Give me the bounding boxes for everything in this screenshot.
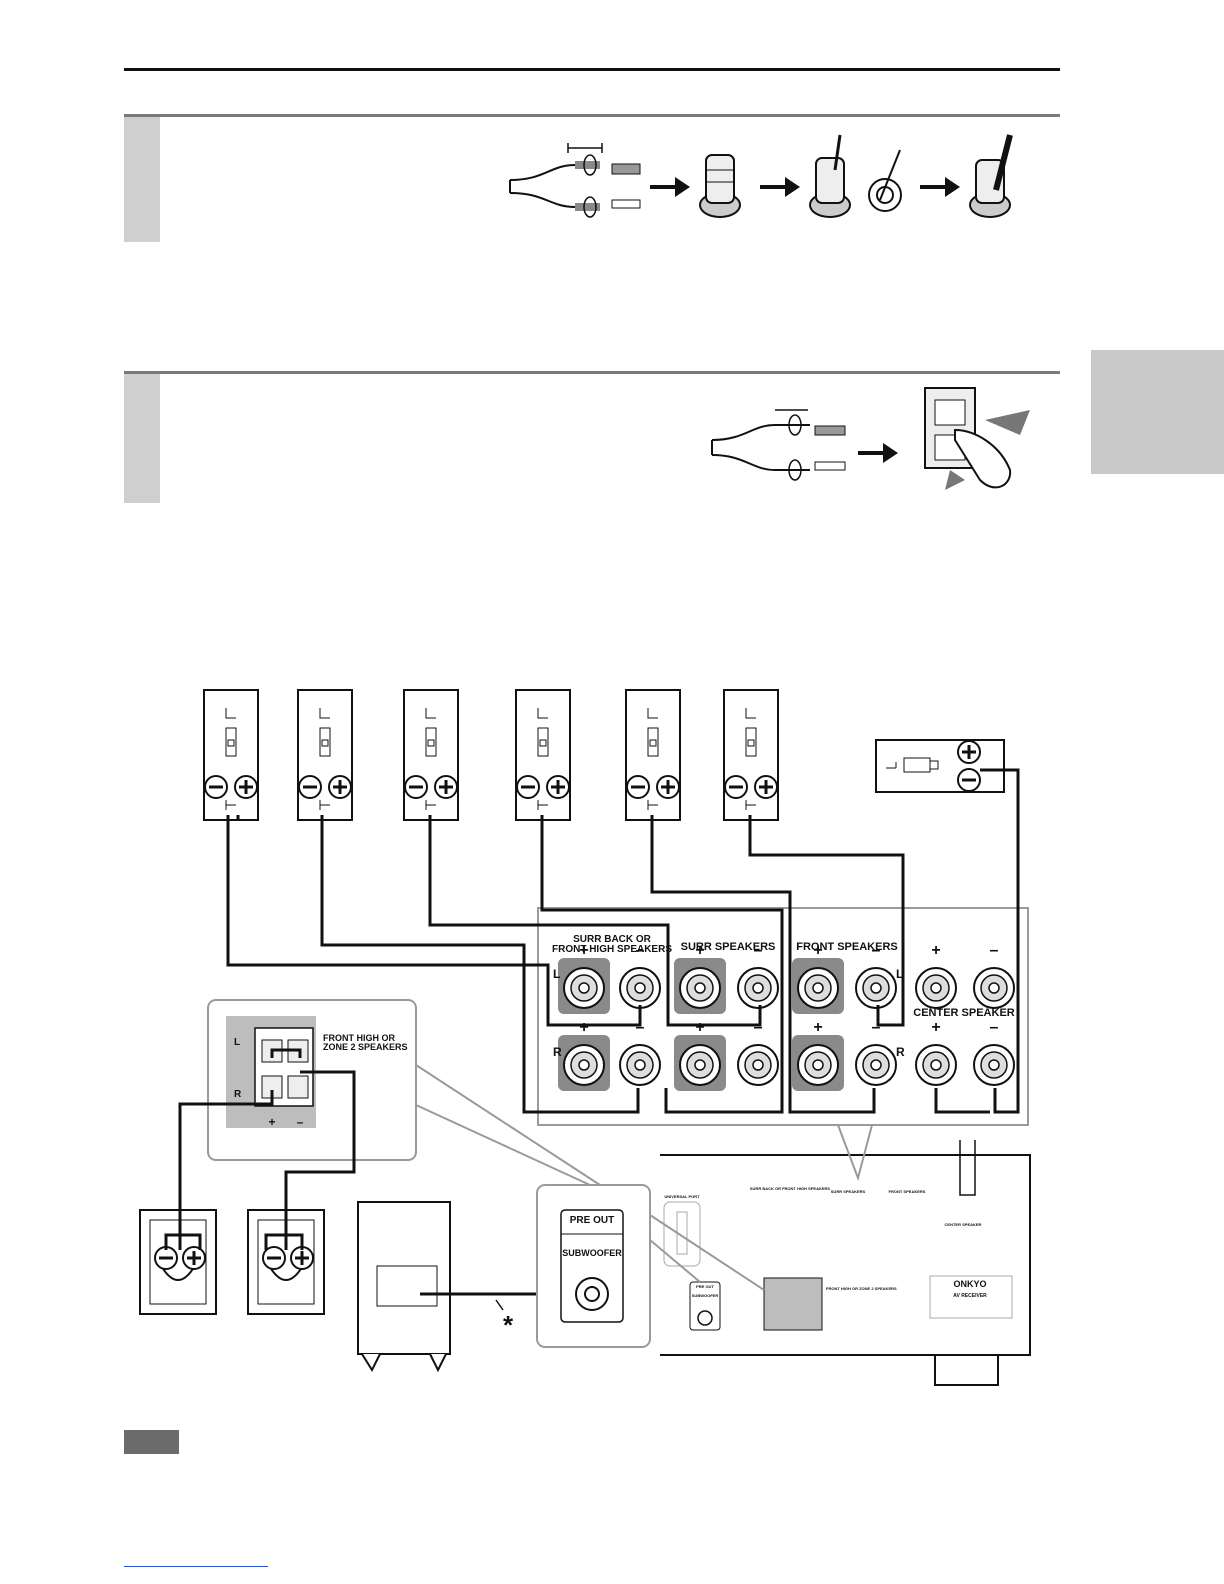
arrow-icon <box>760 177 800 197</box>
terminal-minus-label: – <box>990 1019 999 1036</box>
step-1-rule <box>124 114 1060 117</box>
label-ch-l-2: L <box>896 967 903 981</box>
speaker-icon <box>203 689 259 821</box>
plus-terminal-icon <box>578 982 590 994</box>
minus-terminal-icon <box>752 1059 764 1071</box>
plus-terminal-icon <box>930 982 942 994</box>
plus-terminal-icon <box>812 1059 824 1071</box>
speaker-icon <box>139 1209 217 1315</box>
rx-label-front: FRONT SPEAKERS <box>889 1189 926 1194</box>
label-front-high-1: FRONT HIGH OR <box>323 1033 395 1043</box>
terminal-plus-label: + <box>695 1019 704 1036</box>
label-ch-l-1: L <box>553 967 560 981</box>
terminal-icon <box>924 387 1030 490</box>
arrow-icon <box>920 177 960 197</box>
subwoofer-icon <box>357 1201 560 1373</box>
arrow-icon <box>650 177 690 197</box>
speaker-icon <box>297 689 353 821</box>
minus-terminal-icon <box>752 982 764 994</box>
label-pre-out: PRE OUT <box>570 1215 614 1226</box>
rx-label-center: CENTER SPEAKER <box>945 1222 982 1227</box>
label-center: CENTER SPEAKER <box>913 1007 1015 1019</box>
terminal-plus-label: + <box>931 1019 940 1036</box>
step-2-rule <box>124 371 1060 374</box>
top-rule <box>124 68 1060 71</box>
plus-terminal-icon <box>694 982 706 994</box>
terminal-minus-label: – <box>636 942 645 959</box>
label-ch-r-3: R <box>234 1089 242 1100</box>
label-asterisk: * <box>503 1310 514 1340</box>
minus-terminal-icon <box>988 1059 1000 1071</box>
plus-terminal-icon <box>578 1059 590 1071</box>
terminal-minus-label: – <box>990 942 999 959</box>
label-surr: SURR SPEAKERS <box>681 941 776 953</box>
terminal-plus-label: + <box>579 1019 588 1036</box>
terminal-minus-label: – <box>872 1019 881 1036</box>
step-2-tab <box>124 374 160 503</box>
label-plus-inset: + <box>268 1115 275 1129</box>
terminal-plus-label: + <box>813 942 822 959</box>
rx-label-surr-back: SURR BACK OR FRONT HIGH SPEAKERS <box>750 1186 831 1191</box>
step-1-illustration <box>509 134 1013 218</box>
speaker-icon <box>515 689 571 821</box>
speaker-wires <box>164 768 1020 1250</box>
front-high-inset <box>207 999 417 1161</box>
step-2-illustration <box>711 387 1030 490</box>
note-label-box <box>124 1430 179 1454</box>
minus-terminal-icon <box>634 982 646 994</box>
speaker-terminal-panel: + – + – + – + – + – + – + – + – <box>537 907 1029 1260</box>
terminal-minus-label: – <box>872 942 881 959</box>
terminal-icon <box>809 134 851 218</box>
speaker-icon <box>625 689 681 821</box>
terminal-minus-label: – <box>754 942 763 959</box>
rx-label-subwoofer: SUBWOOFER <box>692 1293 719 1298</box>
receiver-rear-panel <box>660 1140 1031 1386</box>
terminal-minus-label: – <box>636 1019 645 1036</box>
diagram-labels: SURR BACK OR FRONT HIGH SPEAKERS SURR SP… <box>234 934 1015 1340</box>
terminal-plus-label: + <box>695 942 704 959</box>
label-front: FRONT SPEAKERS <box>796 941 897 953</box>
speaker-row <box>203 689 1005 821</box>
minus-terminal-icon <box>870 1059 882 1071</box>
rx-label-pre-out: PRE OUT <box>696 1284 714 1289</box>
minus-terminal-icon <box>870 982 882 994</box>
plus-terminal-icon <box>694 1059 706 1071</box>
plus-terminal-icon <box>930 1059 942 1071</box>
label-front-high-2: ZONE 2 SPEAKERS <box>323 1042 408 1052</box>
speaker-icon <box>723 689 779 821</box>
arrow-icon <box>858 443 898 463</box>
label-surr-back-1: SURR BACK OR <box>573 934 652 945</box>
chapter-side-tab <box>1091 350 1224 474</box>
rx-label-front-high: FRONT HIGH OR ZONE 2 SPEAKERS <box>826 1286 897 1291</box>
speaker-icon <box>875 739 1005 793</box>
step-1-tab <box>124 117 160 242</box>
terminal-icon <box>699 154 741 218</box>
label-surr-back-2: FRONT HIGH SPEAKERS <box>552 944 672 955</box>
label-subwoofer: SUBWOOFER <box>562 1248 622 1258</box>
label-ch-r-1: R <box>553 1045 562 1059</box>
pre-out-inset <box>536 1184 651 1348</box>
label-ch-r-2: R <box>896 1045 905 1059</box>
rx-brand: ONKYO <box>953 1279 986 1289</box>
terminal-plus-label: + <box>931 942 940 959</box>
terminal-icon <box>868 149 902 212</box>
link-underline <box>124 1566 268 1567</box>
zoom-lines <box>415 1064 873 1291</box>
minus-terminal-icon <box>634 1059 646 1071</box>
terminal-plus-label: + <box>579 942 588 959</box>
minus-terminal-icon <box>988 982 1000 994</box>
rx-model: AV RECEIVER <box>953 1293 987 1299</box>
label-ch-l-3: L <box>234 1037 240 1048</box>
terminal-minus-label: – <box>754 1019 763 1036</box>
plus-terminal-icon <box>812 982 824 994</box>
rx-port: UNIVERSAL PORT <box>664 1194 700 1199</box>
speaker-icon <box>403 689 459 821</box>
terminal-icon <box>969 134 1013 218</box>
terminal-plus-label: + <box>813 1019 822 1036</box>
label-minus-inset: – <box>297 1115 304 1129</box>
rx-label-surr: SURR SPEAKERS <box>831 1189 866 1194</box>
